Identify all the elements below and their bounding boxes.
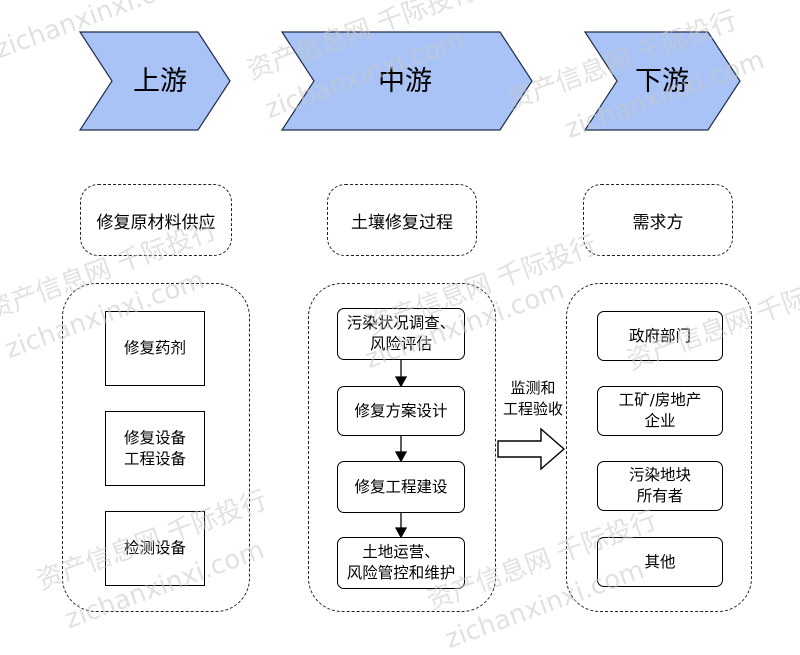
downstream-item-owners: 污染地块 所有者 [597, 461, 723, 511]
upstream-title: 上游 [133, 66, 187, 97]
midstream-chevron [280, 31, 533, 131]
arrow-head-down-icon [394, 527, 408, 539]
downstream-chevron [583, 31, 741, 131]
upstream-item-testing: 检测设备 [105, 511, 205, 586]
midstream-step-construction: 修复工程建设 [337, 461, 465, 513]
arrow-head-down-icon [394, 451, 408, 463]
block-arrow-right-icon [497, 427, 566, 471]
downstream-item-government: 政府部门 [597, 311, 723, 361]
upstream-item-reagent: 修复药剂 [105, 311, 205, 386]
arrow-head-down-icon [394, 376, 408, 388]
upstream-container [62, 283, 250, 612]
midstream-step-investigation: 污染状况调查、 风险评估 [337, 308, 465, 360]
midstream-title: 中游 [378, 66, 432, 97]
upstream-header: 修复原材料供应 [80, 184, 232, 256]
midstream-header: 土壤修复过程 [327, 184, 477, 256]
downstream-title: 下游 [635, 66, 689, 97]
connector-label: 监测和 工程验收 [502, 379, 563, 418]
downstream-container [566, 283, 752, 612]
downstream-header: 需求方 [583, 184, 733, 256]
midstream-container [308, 283, 496, 612]
upstream-item-equipment: 修复设备 工程设备 [105, 411, 205, 486]
downstream-item-enterprise: 工矿/房地产 企业 [597, 386, 723, 436]
downstream-item-other: 其他 [597, 537, 723, 587]
midstream-step-design: 修复方案设计 [337, 386, 465, 436]
upstream-chevron [78, 31, 231, 131]
